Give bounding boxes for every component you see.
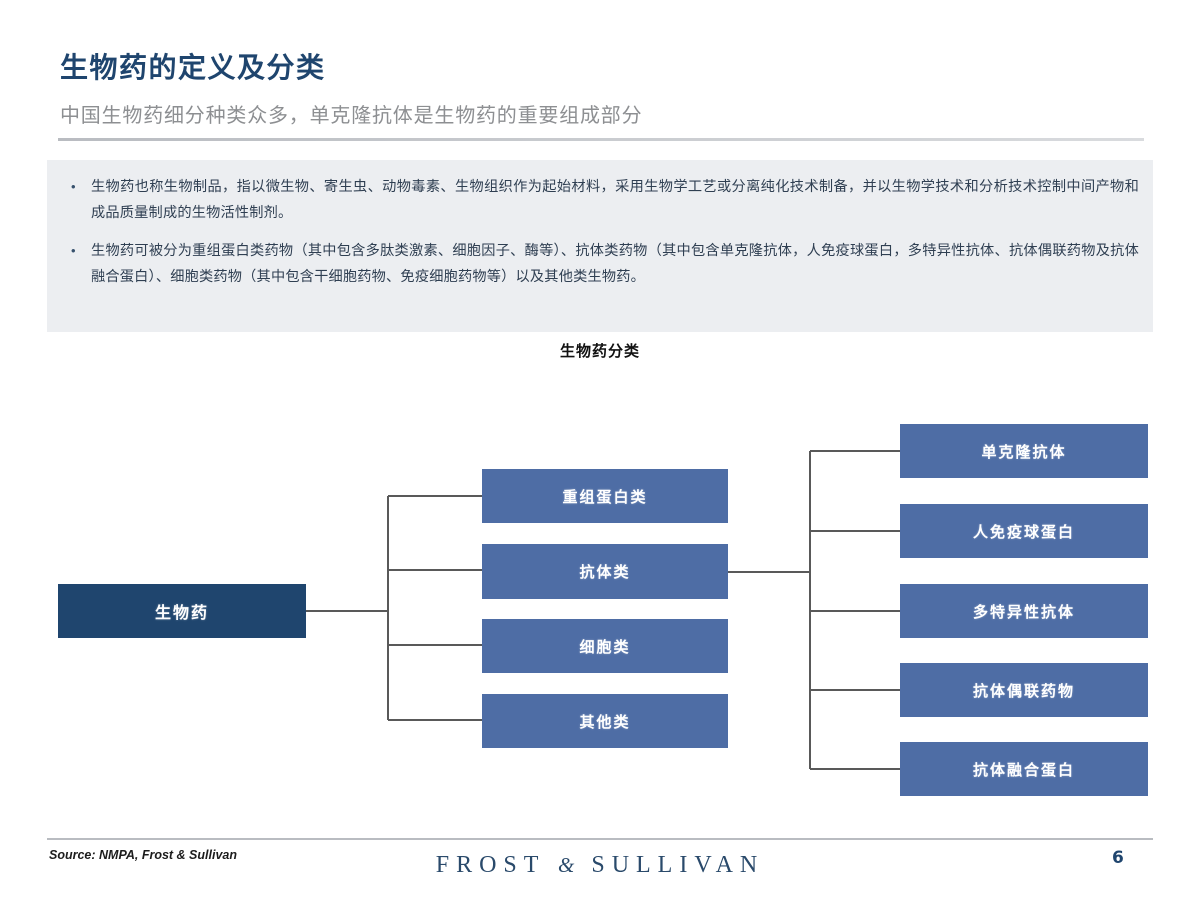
logo-ampersand-icon: &: [558, 853, 579, 877]
diagram-node-level3-1[interactable]: 单克隆抗体: [900, 424, 1148, 478]
classification-diagram: 生物药 重组蛋白类 抗体类 细胞类 其他类 单克隆抗体 人免疫球蛋白 多特异性抗…: [0, 380, 1200, 820]
page-number: 6: [1112, 848, 1124, 868]
page-title: 生物药的定义及分类: [60, 51, 326, 84]
bullet-text: 生物药也称生物制品，指以微生物、寄生虫、动物毒素、生物组织作为起始材料，采用生物…: [91, 179, 1139, 221]
diagram-node-level2-3[interactable]: 细胞类: [482, 619, 728, 673]
logo-text-sullivan: SULLIVAN: [591, 852, 765, 878]
chart-title: 生物药分类: [559, 342, 640, 360]
diagram-node-level3-4[interactable]: 抗体偶联药物: [900, 663, 1148, 717]
list-item: • 生物药也称生物制品，指以微生物、寄生虫、动物毒素、生物组织作为起始材料，采用…: [69, 174, 1139, 226]
bullet-icon: •: [71, 179, 76, 194]
frost-sullivan-logo: FROST & SULLIVAN: [0, 852, 1200, 879]
header-divider: [58, 138, 1144, 141]
diagram-node-root[interactable]: 生物药: [58, 584, 306, 638]
diagram-node-level3-5[interactable]: 抗体融合蛋白: [900, 742, 1148, 796]
list-item: • 生物药可被分为重组蛋白类药物（其中包含多肽类激素、细胞因子、酶等）、抗体类药…: [69, 238, 1139, 290]
diagram-node-level3-2[interactable]: 人免疫球蛋白: [900, 504, 1148, 558]
diagram-node-level2-4[interactable]: 其他类: [482, 694, 728, 748]
diagram-node-level2-2[interactable]: 抗体类: [482, 544, 728, 599]
source-note: Source: NMPA, Frost & Sullivan: [49, 848, 237, 862]
logo-text-frost: FROST: [435, 852, 545, 878]
diagram-node-level2-1[interactable]: 重组蛋白类: [482, 469, 728, 523]
diagram-node-level3-3[interactable]: 多特异性抗体: [900, 584, 1148, 638]
bullet-icon: •: [71, 243, 76, 258]
page-subtitle: 中国生物药细分种类众多，单克隆抗体是生物药的重要组成部分: [60, 103, 643, 127]
diagram-connectors: [306, 449, 900, 771]
bullet-text: 生物药可被分为重组蛋白类药物（其中包含多肽类激素、细胞因子、酶等）、抗体类药物（…: [91, 243, 1139, 285]
slide-header: 生物药的定义及分类 中国生物药细分种类众多，单克隆抗体是生物药的重要组成部分: [0, 0, 1200, 150]
summary-text-panel: • 生物药也称生物制品，指以微生物、寄生虫、动物毒素、生物组织作为起始材料，采用…: [47, 160, 1153, 332]
footer-divider: [47, 838, 1153, 840]
